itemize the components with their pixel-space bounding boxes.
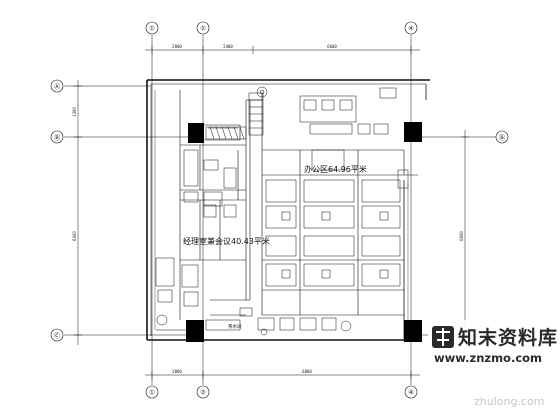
axis-label-left-b: Ⓑ — [54, 134, 61, 142]
axis-label-bottom-2: ② — [200, 389, 206, 397]
watermark-faint: zhulong.com — [474, 395, 544, 408]
dim-right-1: 6600 — [459, 231, 464, 241]
axis-label-right-b: Ⓑ — [499, 134, 506, 142]
exterior-walls — [146, 79, 430, 341]
axis-bubbles-top: ① ② ④ — [145, 21, 418, 35]
bottom-corridor-fixtures — [156, 317, 352, 341]
watermark: 知末资料库 www.znzmo.com zhulong.com — [428, 320, 558, 408]
dim-left-1: 1300 — [72, 107, 77, 117]
room-label-meeting: 经理室兼会议40.43平米 — [183, 236, 270, 246]
watermark-logo-icon — [432, 326, 454, 348]
office-workstations — [265, 149, 409, 287]
dim-left-2: 6000 — [72, 231, 77, 241]
axis-bubbles-right: Ⓑ Ⓒ — [495, 130, 509, 342]
axis-label-top-1: ① — [149, 25, 155, 33]
dimension-text: 2800 2400 6600 2800 6800 1300 6000 6600 — [72, 44, 464, 374]
room-label-office: 办公区64.96平米 — [304, 164, 367, 174]
meeting-room-furniture — [155, 149, 253, 326]
dim-bottom-2: 6800 — [302, 369, 312, 374]
axis-bubbles-left: Ⓐ Ⓑ Ⓒ — [50, 79, 64, 342]
watermark-brand: 知末资料库 — [458, 326, 558, 349]
watermark-url: www.znzmo.com — [434, 351, 542, 365]
axis-label-top-4: ④ — [408, 25, 414, 33]
axis-label-bottom-4: ④ — [408, 389, 414, 397]
dim-bottom-1: 2800 — [172, 369, 182, 374]
axis-label-left-c: Ⓒ — [54, 332, 61, 340]
axis-bubbles-bottom: ① ② ④ — [145, 385, 418, 399]
structural-columns — [186, 122, 422, 342]
room-label-pantry: 茶水间 — [228, 323, 242, 330]
dim-top-3: 6600 — [327, 44, 337, 49]
dim-top-2: 2400 — [223, 44, 233, 49]
dimension-lines — [74, 46, 469, 379]
dim-top-1: 2800 — [172, 44, 182, 49]
axis-label-bottom-1: ① — [149, 389, 155, 397]
reception-seating — [256, 86, 397, 135]
axis-label-left-a: Ⓐ — [54, 83, 61, 91]
axis-label-top-2: ② — [200, 25, 206, 33]
stair-element — [205, 92, 264, 140]
